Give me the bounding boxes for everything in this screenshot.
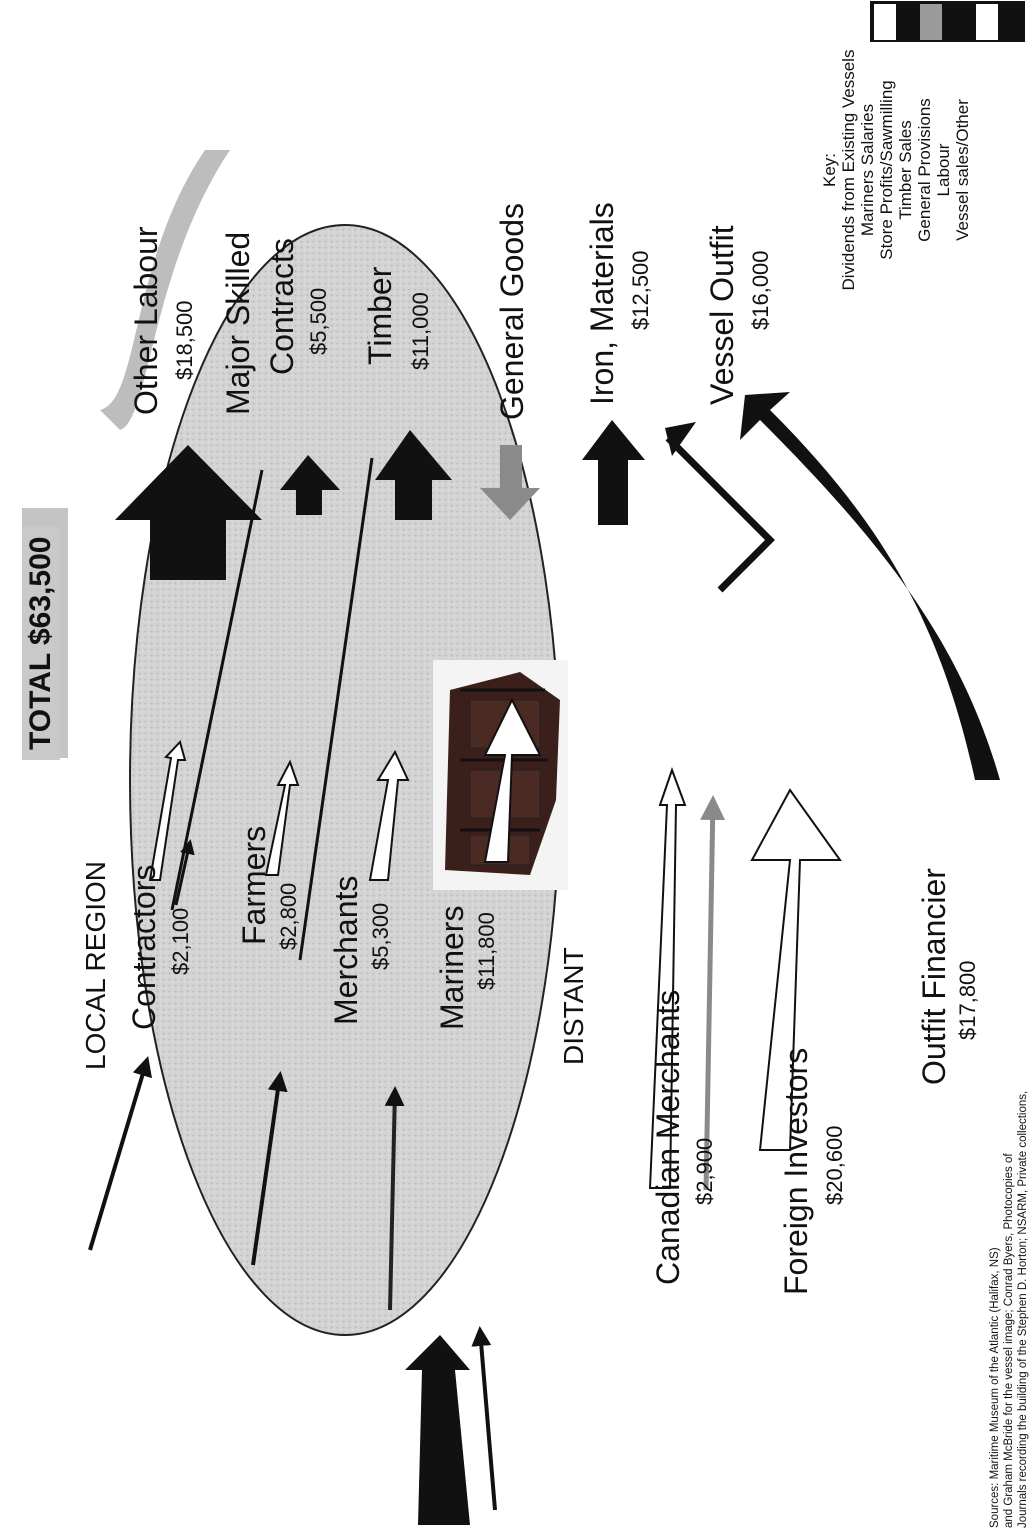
source-foreign-investors: Foreign Investors <box>780 1048 812 1295</box>
distant-label: DISTANT <box>560 947 588 1065</box>
source-merchants-amount: $5,300 <box>370 903 392 970</box>
key-item-general-provisions: General Provisions <box>915 25 934 315</box>
local-region-label: LOCAL REGION <box>82 861 110 1070</box>
source-contractors: Contractors <box>128 865 160 1030</box>
sources-line-2: and Graham McBride for the vessel image;… <box>1002 1091 1016 1528</box>
source-farmers-amount: $2,800 <box>278 883 300 950</box>
key-item-dividends: Dividends from Existing Vessels <box>839 25 858 315</box>
source-merchants: Merchants <box>330 876 362 1025</box>
output-other-labour: Other Labour <box>130 226 162 415</box>
source-mariners: Mariners <box>436 906 468 1030</box>
key-item-vessel-sales: Vessel sales/Other <box>953 25 972 315</box>
source-foreign-investors-amount: $20,600 <box>824 1125 846 1205</box>
key-item-labour: Labour <box>934 25 953 315</box>
output-iron-amount: $12,500 <box>630 250 652 330</box>
output-timber-amount: $11,000 <box>410 292 432 370</box>
arrow-iron <box>582 420 645 525</box>
source-canadian-merchants-amount: $2,900 <box>694 1138 716 1205</box>
source-farmers: Farmers <box>238 826 270 945</box>
source-mariners-amount: $11,800 <box>476 912 498 990</box>
arrow-financier-curve <box>740 392 1000 780</box>
source-outfit-financier-amount: $17,800 <box>957 960 979 1040</box>
output-general-goods: General Goods <box>496 203 528 420</box>
key-title: Key: <box>820 25 839 315</box>
key-item-timber-sales: Timber Sales <box>896 25 915 315</box>
total-label: TOTAL $63,500 <box>22 527 60 760</box>
source-canadian-merchants: Canadian Merchants <box>652 990 684 1285</box>
output-vessel-outfit: Vessel Outfit <box>706 225 738 405</box>
output-skilled-amount: $5,500 <box>308 288 330 355</box>
source-outfit-financier: Outfit Financier <box>918 868 950 1085</box>
output-vessel-outfit-amount: $16,000 <box>750 250 772 330</box>
source-contractors-amount: $2,100 <box>170 908 192 975</box>
output-contracts: Contracts <box>266 238 298 375</box>
sources-note: Sources: Maritime Museum of the Atlantic… <box>988 1091 1030 1528</box>
output-major-skilled: Major Skilled <box>222 232 254 415</box>
key-item-mariners-salaries: Mariners Salaries <box>858 25 877 315</box>
sources-line-1: Sources: Maritime Museum of the Atlantic… <box>988 1091 1002 1528</box>
output-timber: Timber <box>364 267 396 365</box>
key-list: Key: Dividends from Existing Vessels Mar… <box>820 25 972 315</box>
output-other-labour-amount: $18,500 <box>174 300 196 380</box>
output-iron-materials: Iron, Materials <box>586 202 618 405</box>
sources-line-3: Journals recording the building of the S… <box>1016 1091 1030 1528</box>
key-item-store-profits: Store Profits/Sawmilling <box>877 25 896 315</box>
